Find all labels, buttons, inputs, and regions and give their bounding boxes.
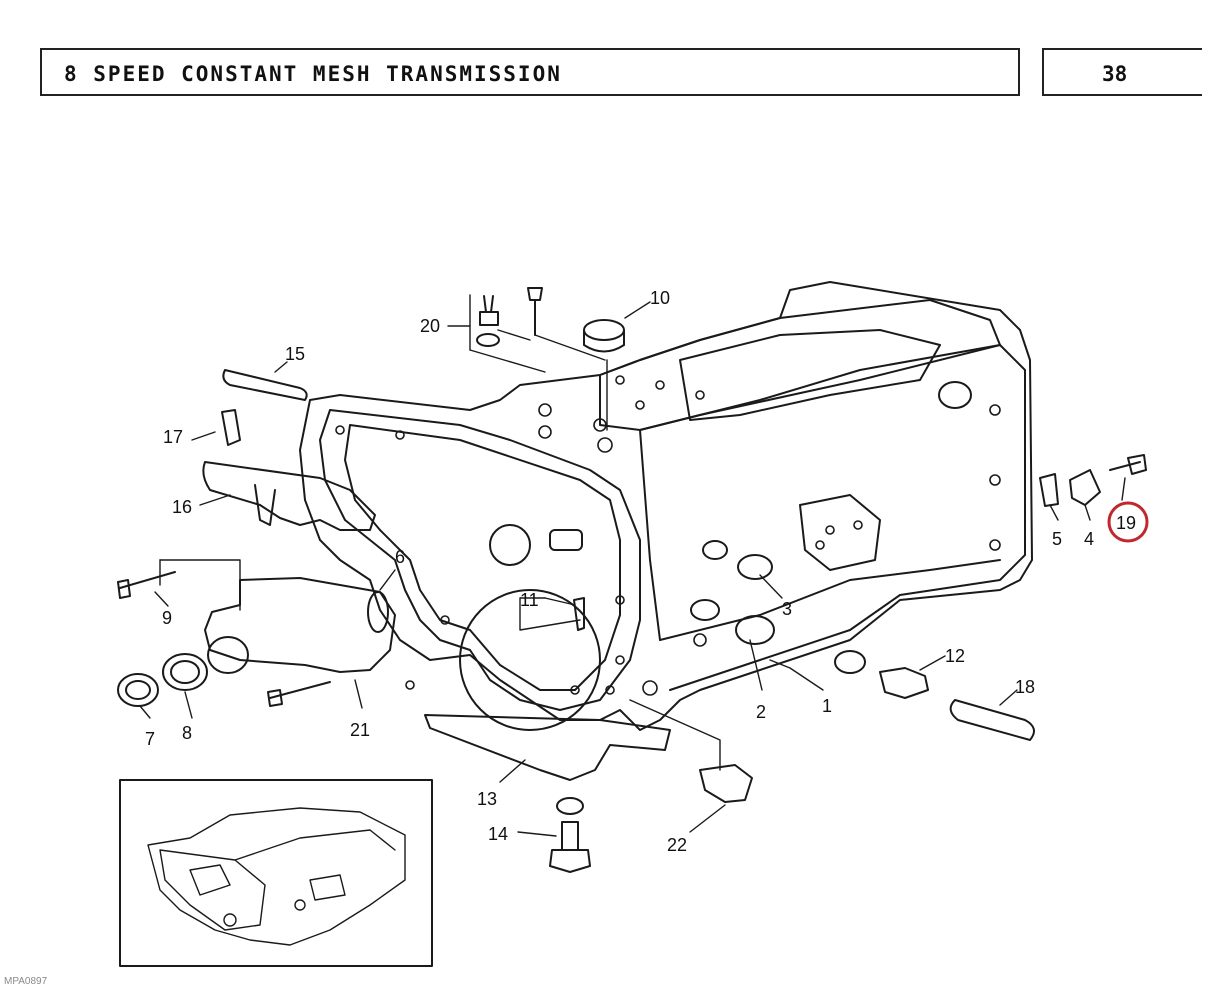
part-label-17: 17	[163, 427, 183, 447]
part-label-1: 1	[822, 696, 832, 716]
plug-10	[583, 319, 625, 341]
bolt-19	[1109, 454, 1147, 475]
gasket-plate-13	[424, 714, 671, 781]
title-box: 8 SPEED CONSTANT MESH TRANSMISSION	[40, 48, 1020, 96]
part-label-15: 15	[285, 344, 305, 364]
part-label-21: 21	[350, 720, 370, 740]
part-label-12: 12	[945, 646, 965, 666]
housing-inner-flange	[344, 424, 621, 691]
housing-side-face	[639, 344, 1026, 691]
screw-top	[527, 287, 543, 336]
plug-12	[879, 667, 929, 699]
pin-18	[949, 699, 1035, 741]
part-label-22: 22	[667, 835, 687, 855]
bolt-14	[549, 821, 591, 873]
seal-6	[367, 591, 389, 633]
plug-22	[699, 764, 753, 803]
washer-12	[834, 650, 866, 674]
highlight-circle-19	[1107, 501, 1149, 543]
part-label-3: 3	[782, 599, 792, 619]
part-label-8: 8	[182, 723, 192, 743]
bearing-housing-6	[204, 577, 396, 673]
part-label-14: 14	[488, 824, 508, 844]
page-title: 8 SPEED CONSTANT MESH TRANSMISSION	[64, 62, 562, 86]
housing-top-cover	[599, 299, 1001, 431]
boss-left	[489, 524, 531, 566]
bolt-21	[267, 681, 331, 707]
housing-shoulder	[639, 429, 661, 641]
housing-top-opening	[679, 329, 941, 421]
part-label-18: 18	[1015, 677, 1035, 697]
housing-front-flange	[319, 409, 641, 711]
washer-20	[476, 333, 500, 347]
part-label-11: 11	[520, 590, 539, 610]
sender-20	[479, 295, 499, 326]
inset-box	[119, 779, 433, 967]
part-label-6: 6	[395, 547, 405, 567]
boss-plug	[549, 529, 583, 551]
housing-6-bore	[207, 636, 249, 674]
transmission-housing	[299, 281, 1033, 731]
port-upper	[702, 540, 728, 560]
part-label-4: 4	[1084, 529, 1094, 549]
reference-code: MPA0897	[4, 976, 48, 987]
part-label-5: 5	[1052, 529, 1062, 549]
side-cover-plate	[799, 494, 881, 571]
part-label-20: 20	[420, 316, 440, 336]
housing-lower-edge	[659, 559, 1001, 641]
fork-16	[202, 461, 376, 531]
inset-housing-thumbnail	[147, 807, 406, 946]
washer-14	[556, 797, 584, 815]
seal-7	[117, 673, 159, 707]
pin-15	[222, 369, 308, 401]
bearing-8	[162, 653, 208, 691]
bearing-8-inner	[170, 660, 200, 684]
page-number: 38	[1102, 62, 1128, 86]
part-label-2: 2	[756, 702, 766, 722]
part-label-10: 10	[650, 288, 670, 308]
screw-17	[221, 409, 241, 446]
part-label-19: 19	[1116, 513, 1136, 533]
page-number-box: 38	[1042, 48, 1202, 96]
key-5	[1039, 473, 1059, 507]
seal-7-inner	[125, 680, 151, 700]
gasket-ring	[459, 589, 601, 731]
part-label-9: 9	[162, 608, 172, 628]
bolt-9	[117, 571, 176, 599]
cover-boss	[938, 381, 972, 409]
part-label-13: 13	[477, 789, 497, 809]
plate-4	[1069, 469, 1101, 506]
part-label-7: 7	[145, 729, 155, 749]
port-lower	[690, 599, 720, 621]
part-label-16: 16	[172, 497, 192, 517]
bush-2	[735, 615, 775, 645]
fork-16-arm	[254, 484, 276, 526]
bush-3	[737, 554, 773, 580]
